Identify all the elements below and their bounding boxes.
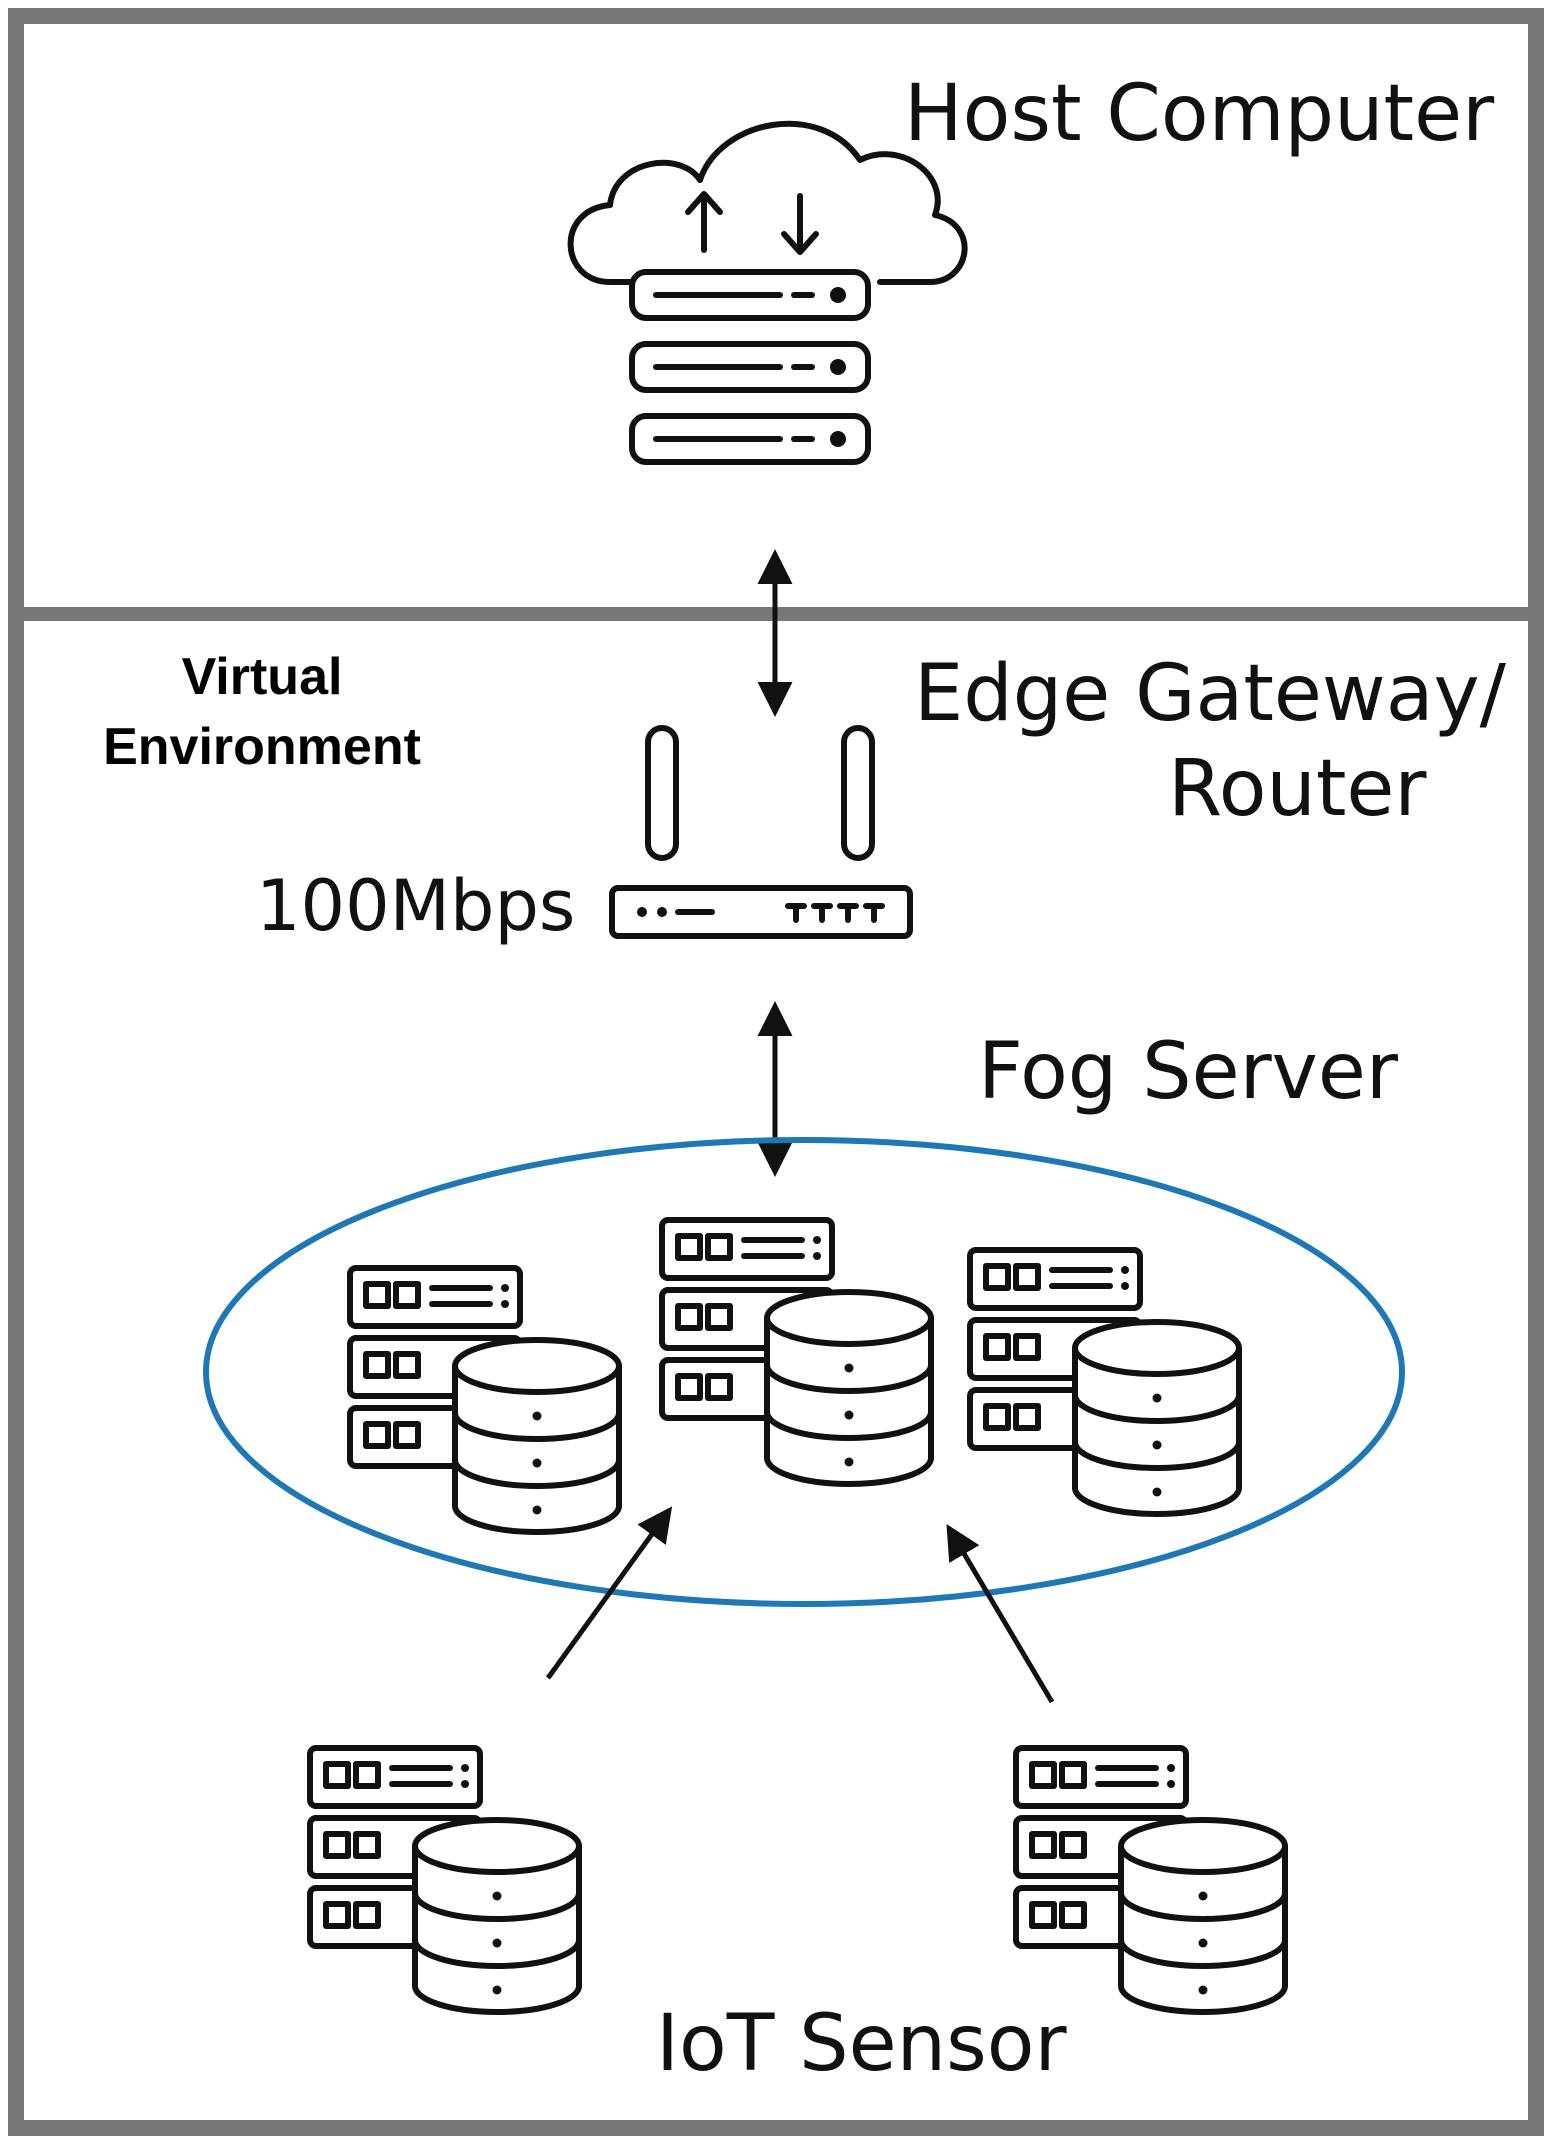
edge-gateway-label-line2: Router [1168,744,1427,834]
server-database-icon [350,1268,619,1532]
host-computer-label: Host Computer [904,69,1495,159]
virtual-environment-label-line1: Virtual [182,648,343,706]
server-database-icon [310,1748,579,2012]
edge-gateway-label-line1: Edge Gateway/ [914,649,1507,739]
server-database-icon [662,1220,931,1484]
server-database-icon [1016,1748,1285,2012]
bandwidth-label: 100Mbps [256,865,575,947]
server-database-icon [970,1250,1239,1514]
fog-server-cluster [203,1137,1405,1607]
outer-frame [8,8,1544,2136]
router-icon [609,725,913,939]
cloud-server-icon [567,120,968,465]
fog-server-label: Fog Server [978,1027,1399,1117]
virtual-environment-label-line2: Environment [103,718,421,776]
iot-fog-link-right [946,1523,1055,1704]
iot-sensor-label: IoT Sensor [656,1999,1067,2089]
iot-fog-link-left [545,1506,673,1680]
